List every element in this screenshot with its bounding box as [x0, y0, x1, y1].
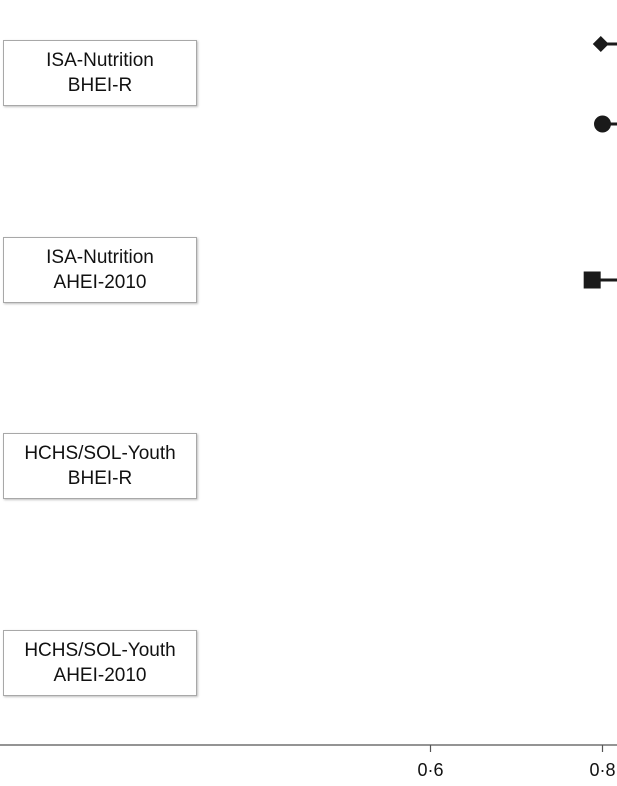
group-label-line1: ISA-Nutrition: [46, 247, 154, 268]
ci-row-square: [583, 271, 617, 289]
x-tick-label: 0·6: [417, 760, 443, 780]
ci-lower-marker: [592, 36, 609, 52]
group-label-line1: ISA-Nutrition: [46, 50, 154, 71]
ci-row-diamond: [592, 36, 617, 52]
group-label-line2: BHEI-R: [67, 75, 133, 96]
group-label-line2: AHEI-2010: [53, 272, 147, 293]
group-label-line2: AHEI-2010: [53, 665, 147, 686]
ci-row-circle: [594, 115, 617, 133]
ci-lower-marker: [583, 271, 601, 289]
ci-lower-marker: [594, 115, 611, 133]
x-tick-label: 0·8: [589, 760, 615, 780]
group-label-line2: BHEI-R: [67, 468, 133, 489]
group-label-line1: HCHS/SOL-Youth: [24, 640, 176, 661]
group-label-line1: HCHS/SOL-Youth: [24, 443, 176, 464]
